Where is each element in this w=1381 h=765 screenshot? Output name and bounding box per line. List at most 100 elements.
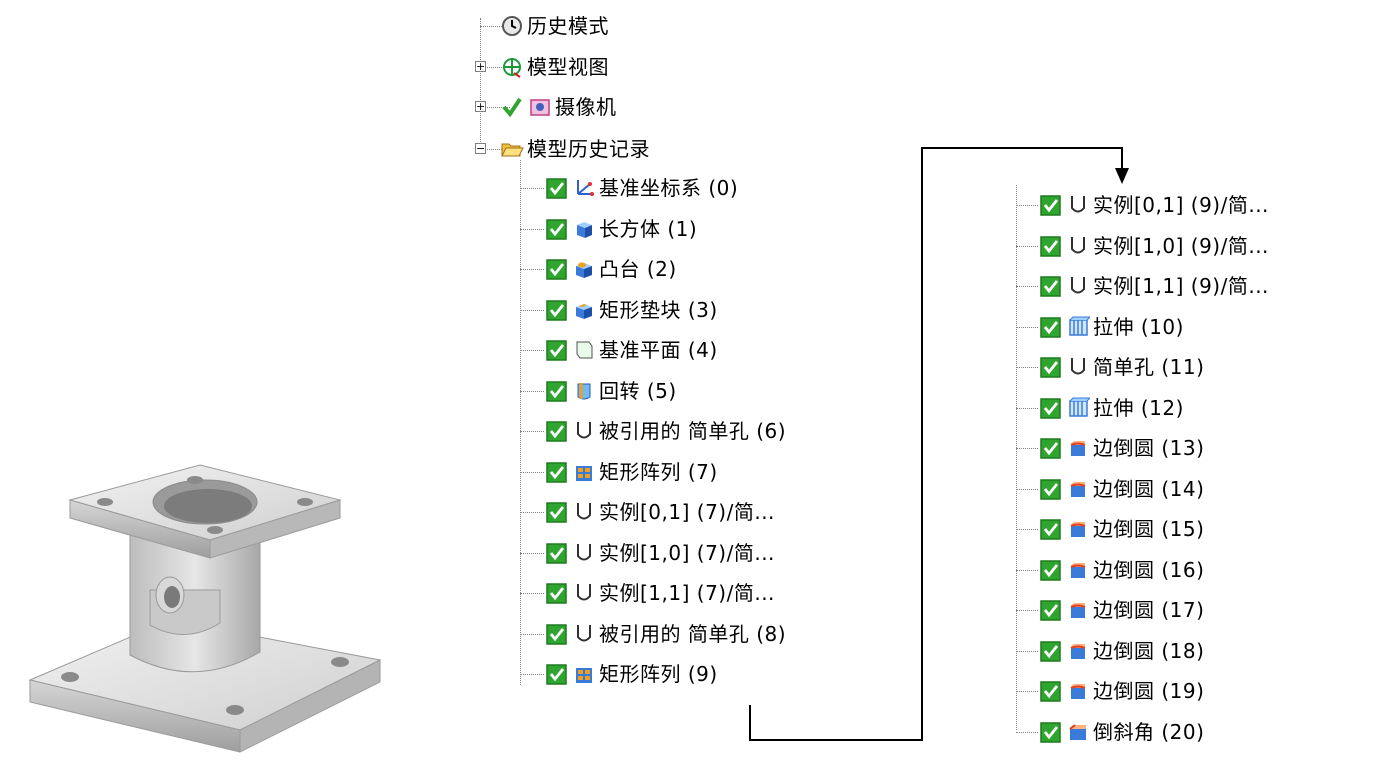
checkbox-icon[interactable]: [545, 622, 569, 646]
tree-node[interactable]: 模型视图: [500, 52, 609, 82]
edge-blend-icon: [1066, 558, 1090, 582]
tree-node[interactable]: 边倒圆 (18): [1039, 636, 1204, 666]
pad-icon: [572, 298, 596, 322]
tree-node-label: 实例[1,1] (9)/简...: [1093, 274, 1269, 298]
tree-node-label: 历史模式: [527, 14, 609, 38]
tree-node[interactable]: 实例[0,1] (9)/简...: [1039, 190, 1269, 220]
tree-node[interactable]: 摄像机: [528, 92, 617, 122]
datum-csys-icon: [572, 176, 596, 200]
checkbox-icon[interactable]: [1039, 355, 1063, 379]
checkbox-icon[interactable]: [545, 662, 569, 686]
checkbox-icon[interactable]: [1039, 193, 1063, 217]
checkbox-icon[interactable]: [545, 460, 569, 484]
tree-node[interactable]: 拉伸 (12): [1039, 393, 1184, 423]
hole-icon: [1066, 234, 1090, 258]
hole-icon: [572, 622, 596, 646]
tree-node[interactable]: 被引用的 简单孔 (8): [545, 619, 786, 649]
tree-node-label: 实例[0,1] (9)/简...: [1093, 193, 1269, 217]
checkbox-icon[interactable]: [1039, 234, 1063, 258]
tree-node[interactable]: 简单孔 (11): [1039, 352, 1204, 382]
edge-blend-icon: [1066, 679, 1090, 703]
tree-node-label: 基准坐标系 (0): [599, 176, 739, 200]
tree-node-label: 实例[1,0] (7)/简...: [599, 541, 775, 565]
checkbox-icon[interactable]: [545, 379, 569, 403]
tree-node[interactable]: 边倒圆 (15): [1039, 514, 1204, 544]
hole-icon: [572, 581, 596, 605]
tree-node-label: 矩形阵列 (9): [599, 662, 718, 686]
rect-array-icon: [572, 460, 596, 484]
tree-node[interactable]: 基准平面 (4): [545, 335, 718, 365]
tree-node-label: 模型视图: [527, 55, 609, 79]
checkbox-icon[interactable]: [545, 298, 569, 322]
checkbox-icon[interactable]: [1039, 720, 1063, 744]
tree-node[interactable]: 被引用的 简单孔 (6): [545, 416, 786, 446]
checkbox-icon[interactable]: [1039, 517, 1063, 541]
datum-plane-icon: [572, 338, 596, 362]
tree-node-label: 基准平面 (4): [599, 338, 718, 362]
tree-node[interactable]: 模型历史记录: [500, 134, 650, 164]
edge-blend-icon: [1066, 517, 1090, 541]
tree-node[interactable]: 长方体 (1): [545, 214, 697, 244]
tree-node[interactable]: 边倒圆 (16): [1039, 555, 1204, 585]
checkbox-icon[interactable]: [1039, 436, 1063, 460]
checkbox-icon[interactable]: [1039, 396, 1063, 420]
checkbox-icon[interactable]: [545, 419, 569, 443]
tree-node-label: 摄像机: [555, 95, 617, 119]
tree-node-label: 拉伸 (10): [1093, 315, 1184, 339]
tree-node-label: 边倒圆 (17): [1093, 598, 1205, 622]
tree-node[interactable]: 拉伸 (10): [1039, 312, 1184, 342]
tree-node[interactable]: 实例[0,1] (7)/简...: [545, 497, 775, 527]
tree-node-label: 倒斜角 (20): [1093, 720, 1205, 744]
checkbox-icon[interactable]: [1039, 315, 1063, 339]
checkbox-icon[interactable]: [545, 338, 569, 362]
extrude-icon: [1066, 315, 1090, 339]
tree-node[interactable]: 实例[1,1] (7)/简...: [545, 578, 775, 608]
checkbox-icon[interactable]: [1039, 477, 1063, 501]
tree-node-label: 被引用的 简单孔 (6): [599, 419, 787, 443]
boss-icon: [572, 257, 596, 281]
model-views-icon: [500, 55, 524, 79]
tree-node[interactable]: 实例[1,0] (9)/简...: [1039, 231, 1269, 261]
tree-node[interactable]: 基准坐标系 (0): [545, 173, 738, 203]
tree-node[interactable]: 矩形垫块 (3): [545, 295, 718, 325]
checkbox-icon[interactable]: [545, 581, 569, 605]
chamfer-icon: [1066, 720, 1090, 744]
tree-node[interactable]: 边倒圆 (19): [1039, 676, 1204, 706]
checkbox-icon[interactable]: [545, 217, 569, 241]
tree-node[interactable]: 倒斜角 (20): [1039, 717, 1204, 747]
tree-node-label: 被引用的 简单孔 (8): [599, 622, 787, 646]
edge-blend-icon: [1066, 436, 1090, 460]
checkbox-icon[interactable]: [1039, 639, 1063, 663]
hole-icon: [572, 541, 596, 565]
tree-node[interactable]: 实例[1,0] (7)/简...: [545, 538, 775, 568]
tree-node[interactable]: 矩形阵列 (9): [545, 659, 718, 689]
tree-node-label: 边倒圆 (13): [1093, 436, 1205, 460]
block-icon: [572, 217, 596, 241]
tree-node[interactable]: 历史模式: [500, 11, 609, 41]
hole-icon: [1066, 355, 1090, 379]
tree-node-label: 边倒圆 (19): [1093, 679, 1205, 703]
checkbox-icon[interactable]: [545, 257, 569, 281]
checkbox-icon[interactable]: [545, 500, 569, 524]
checkbox-icon[interactable]: [545, 541, 569, 565]
tree-node[interactable]: 边倒圆 (14): [1039, 474, 1204, 504]
checkbox-icon[interactable]: [1039, 274, 1063, 298]
tree-node[interactable]: 边倒圆 (17): [1039, 595, 1204, 625]
hole-icon: [572, 419, 596, 443]
tree-node[interactable]: 回转 (5): [545, 376, 677, 406]
tree-node[interactable]: 边倒圆 (13): [1039, 433, 1204, 463]
tree-node[interactable]: 凸台 (2): [545, 254, 677, 284]
edge-blend-icon: [1066, 477, 1090, 501]
tree-node[interactable]: 矩形阵列 (7): [545, 457, 718, 487]
camera-icon: [528, 95, 552, 119]
rect-array-icon: [572, 662, 596, 686]
tree-node[interactable]: 实例[1,1] (9)/简...: [1039, 271, 1269, 301]
checkbox-icon[interactable]: [1039, 679, 1063, 703]
checkbox-icon[interactable]: [545, 176, 569, 200]
checkbox-icon[interactable]: [1039, 558, 1063, 582]
checkbox-icon[interactable]: [1039, 598, 1063, 622]
folder-open-icon: [500, 137, 524, 161]
